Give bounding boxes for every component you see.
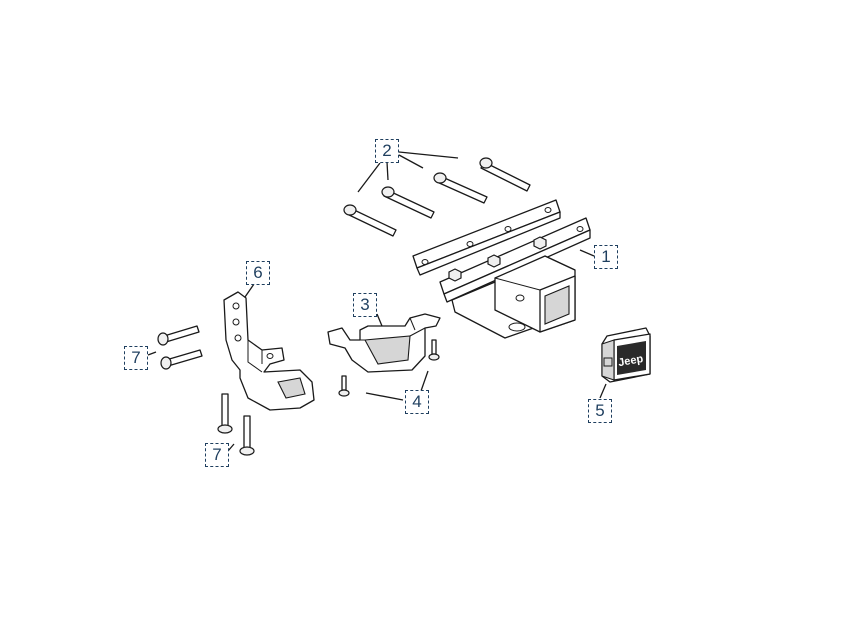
callout-6: 6: [246, 261, 270, 285]
callout-7-left: 7: [124, 346, 148, 370]
callout-5: 5: [588, 399, 612, 423]
callout-2: 2: [375, 139, 399, 163]
bolt: [239, 415, 255, 456]
callout-7-bottom: 7: [205, 443, 229, 467]
leader-lines: [147, 151, 607, 452]
hitch-receiver-1: [412, 199, 591, 339]
jeep-logo: Jeep: [617, 353, 644, 369]
bolt: [381, 186, 435, 219]
screw-set-4: [338, 339, 440, 397]
callout-3: 3: [353, 293, 377, 317]
screw: [338, 375, 350, 397]
bolt: [160, 349, 203, 370]
screw: [428, 339, 440, 361]
bolt: [433, 172, 488, 204]
bolt-set-7a: [157, 325, 203, 370]
bolt: [217, 393, 233, 434]
bolt: [479, 157, 531, 192]
callout-4: 4: [405, 390, 429, 414]
bolt: [157, 325, 200, 346]
receiver-plug-5: Jeep: [601, 327, 651, 383]
bolt-set-7b: [217, 393, 255, 456]
bracket-3: [327, 313, 441, 373]
bolt-set-2: [343, 157, 531, 237]
callout-1: 1: [594, 245, 618, 269]
bolt: [343, 204, 397, 237]
tow-hook-6: [223, 291, 315, 411]
